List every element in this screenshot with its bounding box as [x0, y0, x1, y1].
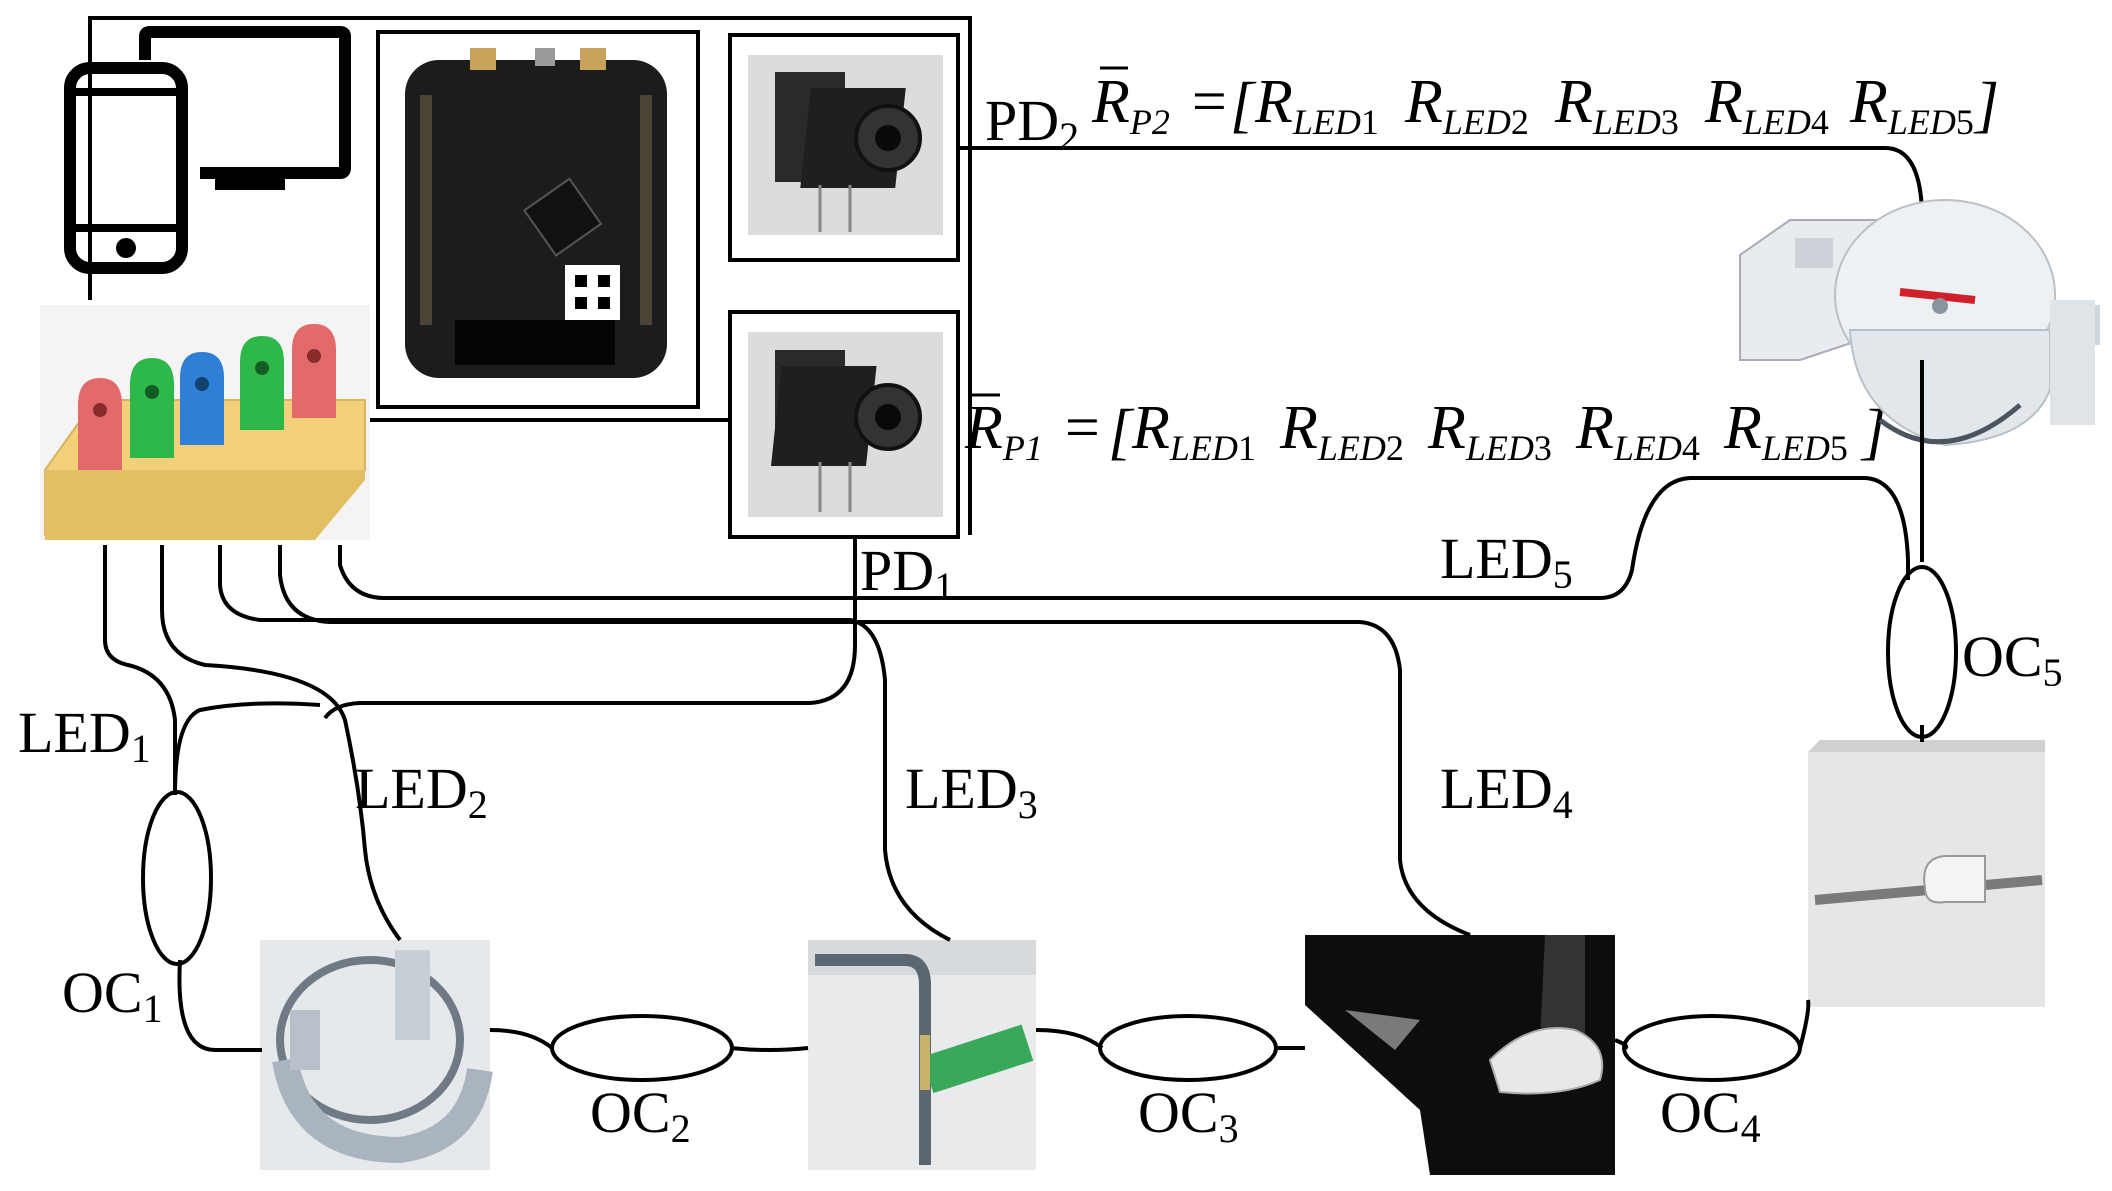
led2-label: LED2: [355, 756, 488, 827]
oc4-coupler: [1622, 1014, 1802, 1082]
svg-text:RLED2: RLED2: [1404, 68, 1529, 142]
svg-text:RLED2: RLED2: [1279, 394, 1404, 468]
fiber-wires: [103, 360, 1924, 1052]
led3-label: LED3: [905, 756, 1038, 827]
svg-text:RP1=: RP1=: [964, 394, 1100, 468]
equation-rp2: RP2= [ RLED1 RLED2 RLED3 RLED4 RLED5 ]: [1091, 66, 1999, 142]
oc1-coupler: [141, 790, 213, 966]
led-source-block: [40, 305, 370, 540]
led-pin-red-2: [292, 324, 336, 418]
photodiode-pd2: [728, 33, 960, 262]
monitor-icon: [139, 26, 351, 190]
linear-slide-sensor: [1808, 740, 2045, 1007]
equation-rp1: RP1= [ RLED1 RLED2 RLED3 RLED4 RLED5 ]: [964, 393, 1886, 468]
svg-text:[: [: [1108, 398, 1135, 466]
svg-text:RP2=: RP2=: [1091, 68, 1227, 142]
svg-text:[: [: [1230, 71, 1257, 139]
phone-icon: [64, 62, 188, 274]
led-pin-blue: [180, 352, 224, 445]
led-pin-green-1: [130, 358, 174, 458]
oc5-label: OC5: [1962, 624, 2063, 695]
rotary-joint-sensor: [1739, 199, 2100, 447]
svg-text:RLED4: RLED4: [1704, 68, 1829, 142]
pd2-output-wire: [958, 146, 1924, 213]
svg-text:RLED3: RLED3: [1427, 394, 1552, 468]
oc3-coupler: [1098, 1014, 1278, 1082]
svg-text:RLED1: RLED1: [1131, 394, 1256, 468]
svg-text:RLED4: RLED4: [1575, 394, 1700, 468]
ring-sensor: [260, 940, 493, 1170]
led-pin-green-2: [240, 336, 284, 430]
oc1-label: OC1: [62, 960, 163, 1031]
oc2-coupler: [550, 1014, 734, 1082]
oc5-coupler: [1886, 565, 1958, 739]
led-pin-red-1: [78, 378, 122, 470]
top-bus-wire: [88, 16, 972, 535]
microcontroller-board: [376, 30, 700, 409]
led5-label: LED5: [1440, 526, 1573, 597]
svg-text:RLED1: RLED1: [1254, 68, 1379, 142]
svg-text:RLED3: RLED3: [1554, 68, 1679, 142]
oc4-label: OC4: [1660, 1080, 1761, 1151]
led4-label: LED4: [1440, 756, 1573, 827]
oc2-label: OC2: [590, 1080, 691, 1151]
oc3-label: OC3: [1138, 1080, 1239, 1151]
foot-sensor: [1305, 935, 1615, 1175]
svg-text:RLED5: RLED5: [1849, 68, 1974, 142]
fiber-bend-sensor: [808, 940, 1036, 1170]
photodiode-pd1: [728, 310, 960, 539]
led1-label: LED1: [18, 700, 151, 771]
pd2-label: PD2: [985, 88, 1079, 159]
svg-text:]: ]: [1973, 71, 1999, 139]
svg-text:RLED5: RLED5: [1723, 394, 1848, 468]
